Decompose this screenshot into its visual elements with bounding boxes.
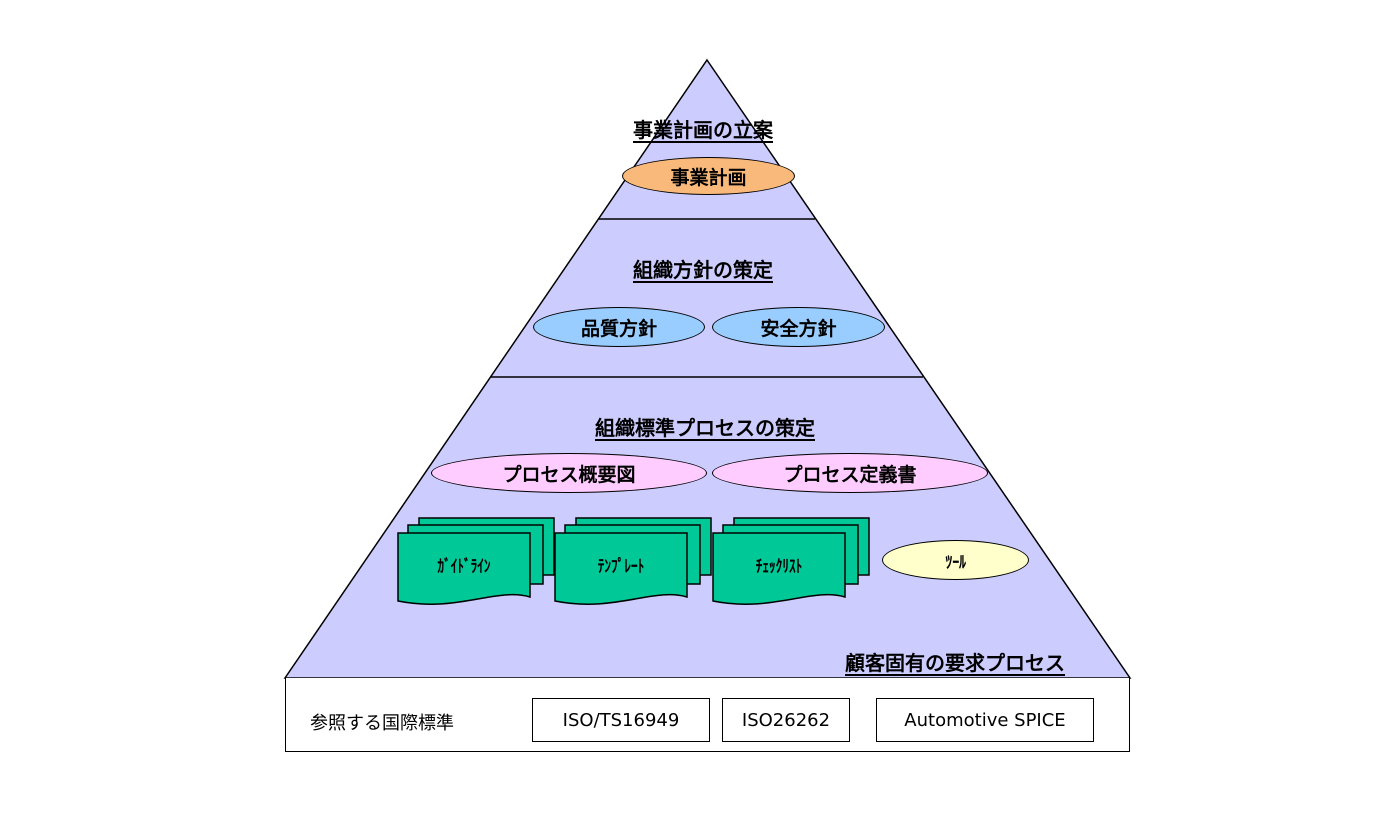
standard-iso26262: ISO26262 <box>722 698 850 742</box>
process-definition-ellipse: プロセス定義書 <box>712 453 988 493</box>
template-label: ﾃﾝﾌﾟﾚｰﾄ <box>597 556 645 577</box>
tier2-title: 組織方針の策定 <box>633 258 773 282</box>
safety-policy-ellipse: 安全方針 <box>712 307 885 347</box>
standard-automotive-spice: Automotive SPICE <box>876 698 1094 742</box>
tool-ellipse: ﾂｰﾙ <box>882 540 1029 580</box>
tier3-title: 組織標準プロセスの策定 <box>595 416 815 440</box>
checklist-document: ﾁｪｯｸﾘｽﾄ <box>712 517 872 607</box>
standards-label: 参照する国際標準 <box>310 713 454 734</box>
process-overview-ellipse: プロセス概要図 <box>431 453 707 493</box>
quality-policy-ellipse: 品質方針 <box>533 307 705 347</box>
checklist-label: ﾁｪｯｸﾘｽﾄ <box>755 556 803 577</box>
guideline-label: ｶﾞｲﾄﾞﾗｲﾝ <box>437 556 491 577</box>
standard-iso-ts16949: ISO/TS16949 <box>532 698 710 742</box>
tier1-title: 事業計画の立案 <box>633 118 773 142</box>
tool-label: ﾂｰﾙ <box>945 552 966 573</box>
guideline-document: ｶﾞｲﾄﾞﾗｲﾝ <box>397 517 557 607</box>
template-document: ﾃﾝﾌﾟﾚｰﾄ <box>554 517 714 607</box>
business-plan-ellipse: 事業計画 <box>622 157 795 195</box>
customer-specific-process-label: 顧客固有の要求プロセス <box>845 651 1065 675</box>
